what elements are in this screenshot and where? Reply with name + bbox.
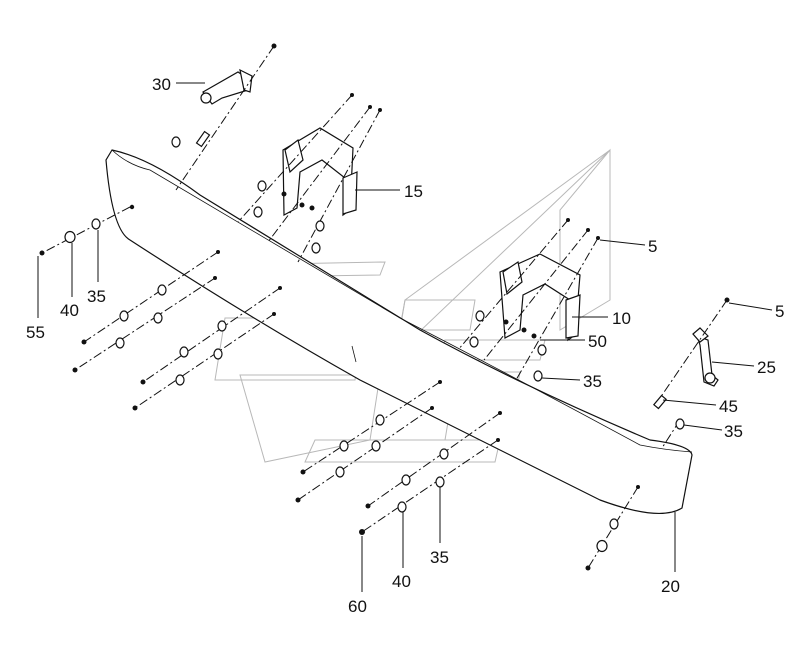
assembly-lines bbox=[41, 45, 728, 569]
callout-50: 50 bbox=[588, 332, 607, 351]
bumper-panel bbox=[105, 149, 693, 515]
callout-30: 30 bbox=[152, 75, 171, 94]
callout-10: 10 bbox=[612, 309, 631, 328]
callout-35-right: 35 bbox=[724, 422, 743, 441]
bracket-middle bbox=[499, 253, 581, 342]
callout-20: 20 bbox=[661, 577, 680, 596]
callout-60: 60 bbox=[348, 597, 367, 616]
callout-35-bottom: 35 bbox=[430, 548, 449, 567]
hinge-upper bbox=[200, 68, 253, 105]
callout-45: 45 bbox=[719, 397, 738, 416]
callout-5-right: 5 bbox=[775, 302, 784, 321]
callouts: 30 15 5 10 50 35 5 25 45 35 55 40 35 60 … bbox=[26, 75, 784, 616]
callout-35-left: 35 bbox=[87, 287, 106, 306]
callout-40-bottom: 40 bbox=[392, 572, 411, 591]
hinge-right bbox=[692, 327, 719, 387]
callout-55: 55 bbox=[26, 323, 45, 342]
fasteners bbox=[39, 43, 730, 571]
callout-5-top: 5 bbox=[648, 237, 657, 256]
callout-35-middle: 35 bbox=[583, 372, 602, 391]
bracket-upper-left bbox=[282, 127, 358, 217]
leader-lines bbox=[37, 82, 773, 592]
callout-40-left: 40 bbox=[60, 301, 79, 320]
callout-15: 15 bbox=[404, 182, 423, 201]
callout-25: 25 bbox=[757, 358, 776, 377]
